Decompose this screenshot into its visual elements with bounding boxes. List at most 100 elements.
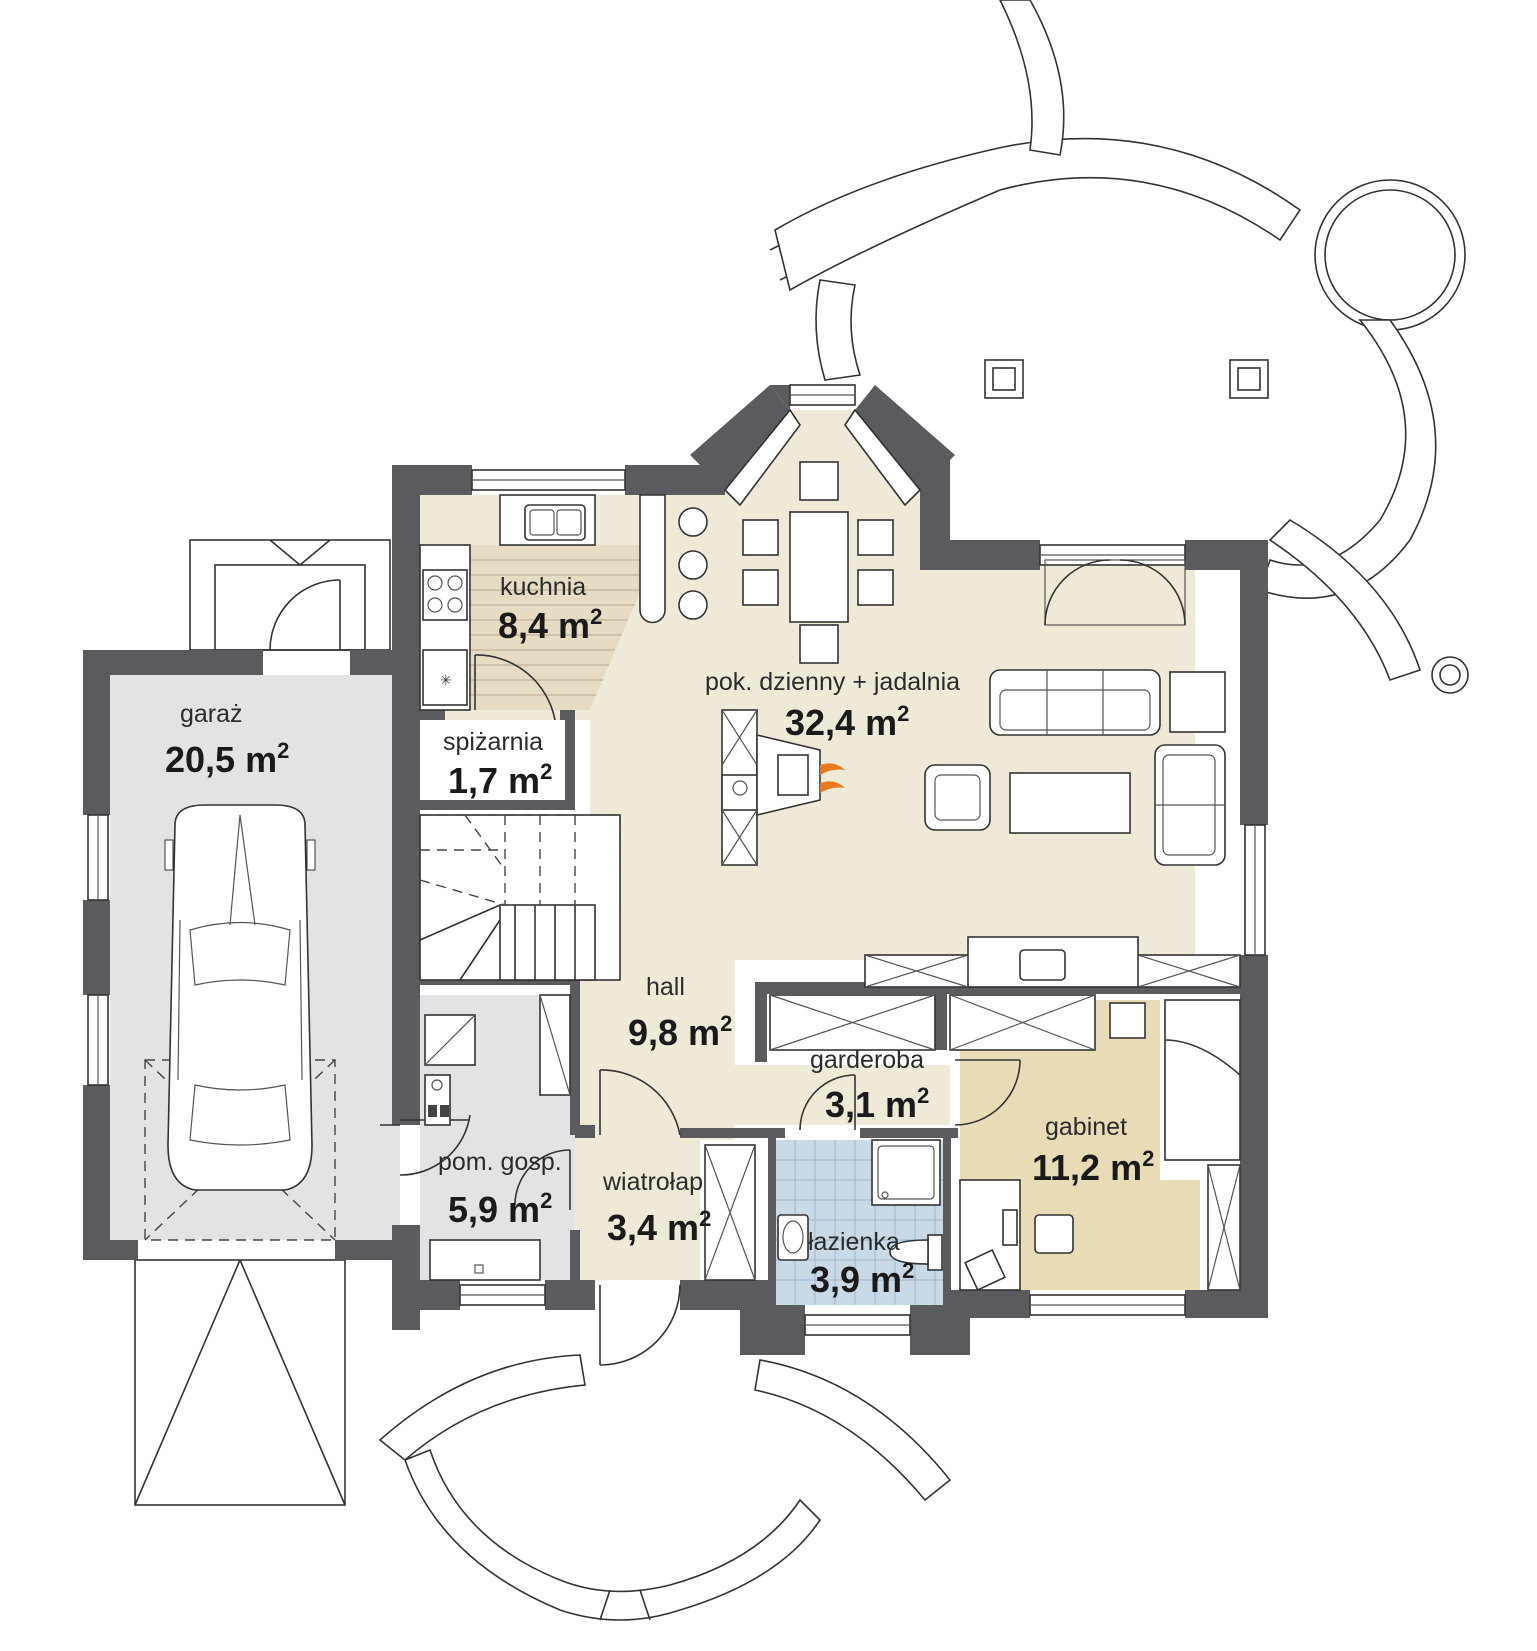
wall-west-low xyxy=(392,1225,420,1330)
kitchen-area: 8,4 m2 xyxy=(498,604,602,646)
utility-area: 5,9 m2 xyxy=(448,1188,552,1230)
wall-pantry-right xyxy=(565,710,575,805)
side-table xyxy=(1169,671,1226,733)
wall-wardrobe-left xyxy=(755,982,767,1062)
wall-vest-left xyxy=(575,1125,595,1138)
garden-path-top xyxy=(769,0,1469,694)
wall-south-bath-r xyxy=(910,1305,970,1355)
walls xyxy=(83,385,1268,1355)
wall-south-e xyxy=(1185,1290,1268,1318)
wall-north-e xyxy=(920,540,1040,570)
kitchen-furniture: ✳ xyxy=(419,494,708,711)
wall-bath-right xyxy=(943,1128,951,1308)
wall-pantry-bottom xyxy=(420,800,575,810)
vestibule-floor xyxy=(575,1140,700,1280)
sofa xyxy=(989,669,1161,736)
wall-util-right-2 xyxy=(570,1230,580,1285)
wall-vest-top xyxy=(680,1128,785,1138)
chair xyxy=(857,519,894,556)
kitchen-hatch xyxy=(470,559,654,696)
hall-floor xyxy=(575,960,735,1140)
bay-wall-l xyxy=(690,385,790,490)
garage-wall-left-mid xyxy=(83,900,110,995)
utility-name: pom. gosp. xyxy=(438,1148,562,1176)
windows xyxy=(87,384,1266,1336)
wall-west xyxy=(392,465,420,1125)
garage-wall-left-bot xyxy=(83,1085,110,1260)
chair xyxy=(799,624,839,664)
wall-wardrobe-mid xyxy=(935,990,947,1050)
wardrobe-name: garderoba xyxy=(810,1046,924,1074)
wall-bath-left xyxy=(768,1135,776,1310)
wall-pantry-top-r xyxy=(560,710,575,720)
kitchen-floor xyxy=(470,545,660,710)
bed xyxy=(1164,999,1241,1161)
armchair xyxy=(924,764,991,831)
garage-wall-bot-l xyxy=(83,1240,138,1260)
pantry-area: 1,7 m2 xyxy=(448,759,552,801)
bar-stool xyxy=(678,590,708,620)
wardrobe-area: 3,1 m2 xyxy=(825,1083,929,1125)
hall-area: 9,8 m2 xyxy=(628,1011,732,1053)
garage-wall-top-l xyxy=(83,650,263,675)
sink-icon xyxy=(524,504,586,541)
car-icon xyxy=(144,804,336,1241)
dining-table xyxy=(789,511,849,623)
study-furniture xyxy=(959,999,1241,1291)
bar-stool xyxy=(678,507,708,537)
chair xyxy=(742,519,779,556)
wall-east-bot xyxy=(1240,955,1268,1315)
bar-stool xyxy=(678,550,708,580)
kitchen-name: kuchnia xyxy=(500,573,586,601)
wardrobe-floor xyxy=(735,1065,950,1125)
utility-counter xyxy=(429,1239,541,1281)
wall-south-bath-l xyxy=(740,1305,805,1355)
svg-text:✳: ✳ xyxy=(440,673,452,689)
room-labels: kuchnia 8,4 m2 spiżarnia 1,7 m2 garaż 20… xyxy=(165,573,1154,1300)
stairs xyxy=(419,814,621,981)
toilet-icon xyxy=(927,1234,943,1271)
chair xyxy=(742,569,779,606)
coffee-table xyxy=(1009,772,1131,834)
shower-icon xyxy=(871,1139,941,1206)
fire-icon xyxy=(820,763,845,775)
fireplace xyxy=(721,709,845,866)
armchair-study xyxy=(1034,1214,1074,1254)
wall-pantry-top xyxy=(420,710,445,720)
hall-name: hall xyxy=(646,973,685,1001)
wall-south-vest-r xyxy=(680,1280,770,1310)
dining-set xyxy=(742,461,894,664)
study-area: 11,2 m2 xyxy=(1032,1146,1154,1188)
bay-wall-cap-l xyxy=(770,385,790,410)
utility-furniture xyxy=(424,994,571,1281)
driveway xyxy=(134,1259,346,1506)
kitchen-bar xyxy=(639,494,666,624)
garage-area: 20,5 m2 xyxy=(165,738,289,780)
chair xyxy=(857,569,894,606)
pantry-name: spiżarnia xyxy=(443,728,543,756)
garden-path-bottom xyxy=(378,1354,952,1621)
stove-icon xyxy=(422,569,468,621)
bathroom-area: 3,9 m2 xyxy=(810,1258,914,1300)
vestibule-name: wiatrołap xyxy=(602,1168,703,1196)
wall-util-right xyxy=(570,975,580,1135)
study-name: gabinet xyxy=(1045,1113,1127,1141)
desk-chair xyxy=(964,1249,1006,1291)
garage-name: garaż xyxy=(180,700,243,728)
fridge-icon xyxy=(422,649,468,706)
living-area: 32,4 m2 xyxy=(785,701,909,743)
garage-porch xyxy=(189,539,391,651)
wall-study-left xyxy=(950,1128,958,1138)
garage-wall-left-top xyxy=(83,650,110,815)
bathroom-fixtures xyxy=(777,1139,943,1271)
living-name: pok. dzienny + jadalnia xyxy=(705,668,960,696)
garage-wall-bot-r xyxy=(335,1240,405,1260)
wall-south-util xyxy=(392,1280,460,1310)
wardrobe-closets xyxy=(704,994,1096,1281)
vestibule-area: 3,4 m2 xyxy=(607,1206,711,1248)
wall-north-l xyxy=(392,465,472,495)
wall-bath-top xyxy=(860,1128,950,1138)
doors xyxy=(380,559,1186,1366)
bathroom-name: łazienka xyxy=(808,1228,900,1256)
